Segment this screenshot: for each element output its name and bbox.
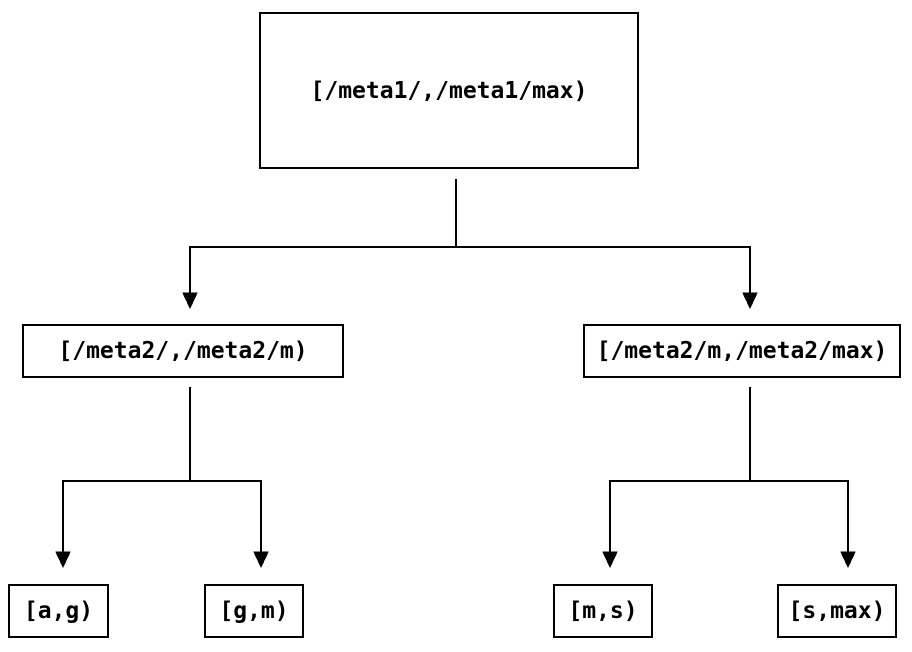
arrowhead-down-icon <box>55 551 71 569</box>
edge-root-to-left-child <box>182 246 198 310</box>
tree-node-meta2-left: [/meta2/,/meta2/m) <box>22 324 344 378</box>
edge-right-to-leaf-ms <box>602 480 618 569</box>
tree-node-meta2-right: [/meta2/m,/meta2/max) <box>583 324 901 378</box>
arrowhead-down-icon <box>602 551 618 569</box>
arrowhead-down-icon <box>182 292 198 310</box>
edge-right-subtree-branch <box>609 387 849 482</box>
tree-leaf-gm: [g,m) <box>204 584 304 638</box>
edge-left-to-leaf-gm <box>253 480 269 569</box>
edge-left-subtree-branch <box>62 387 262 482</box>
arrowhead-down-icon <box>253 551 269 569</box>
arrowhead-down-icon <box>742 292 758 310</box>
tree-node-root: [/meta1/,/meta1/max) <box>259 12 639 169</box>
tree-leaf-smax: [s,max) <box>777 584 897 638</box>
tree-leaf-ag: [a,g) <box>8 584 109 638</box>
tree-leaf-ms: [m,s) <box>553 584 653 638</box>
edge-root-to-right-child <box>742 246 758 310</box>
edge-left-to-leaf-ag <box>55 480 71 569</box>
edge-right-to-leaf-smax <box>840 480 856 569</box>
arrowhead-down-icon <box>840 551 856 569</box>
edge-root-branch <box>189 179 751 248</box>
